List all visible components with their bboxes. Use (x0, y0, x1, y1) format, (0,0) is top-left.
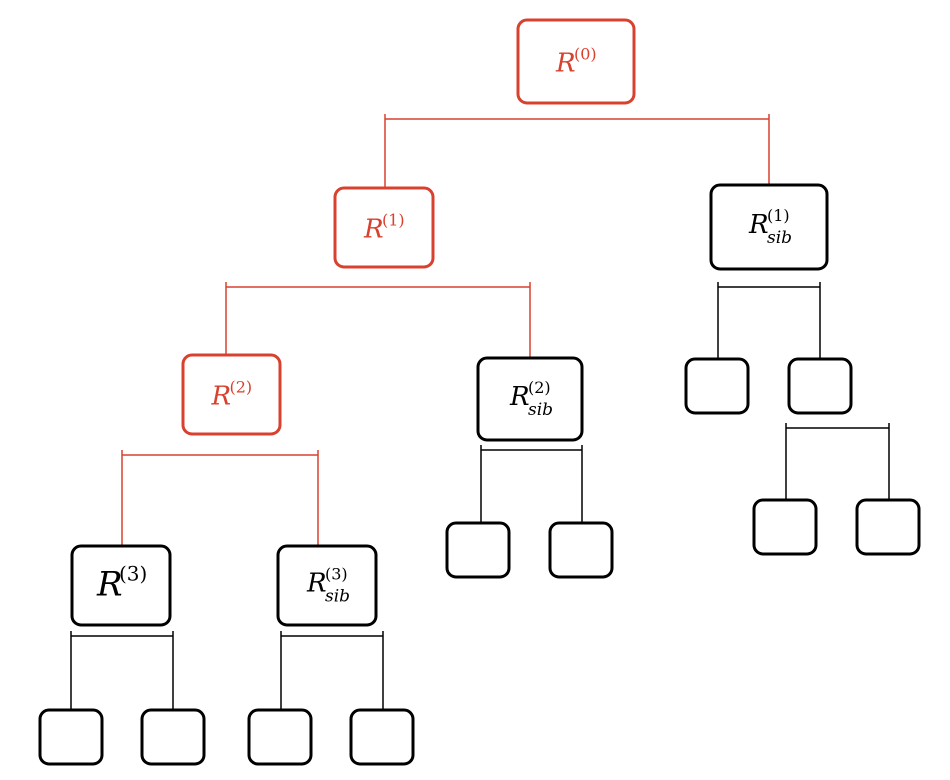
edge-layer (70, 114, 890, 710)
node-box (349, 708, 415, 766)
node-label-superscript: (0) (574, 45, 597, 64)
node-label-superscript: (3) (325, 565, 348, 584)
node-box (140, 708, 206, 766)
node-label-superscript: (1) (382, 211, 405, 230)
edge-r3 (70, 631, 174, 710)
node-label-base: R (96, 565, 123, 605)
node-box (276, 544, 378, 627)
node-r1: R(1) (333, 186, 435, 269)
edge-rsib2 (480, 445, 583, 523)
node-label-superscript: (2) (528, 378, 551, 397)
node-box (787, 357, 853, 415)
node-box (855, 498, 921, 556)
node-box (476, 356, 584, 442)
node-label-superscript: (3) (119, 562, 147, 586)
leaf-node-l_rs1_b_a (752, 498, 818, 556)
leaf-node-l_rs1_b (787, 357, 853, 415)
node-box (516, 18, 636, 105)
leaf-node-l_rs2_b (548, 521, 614, 579)
edge-r2 (121, 450, 319, 546)
edge-l_rs1_b (785, 423, 890, 500)
node-box (38, 708, 104, 766)
node-label-superscript: (2) (230, 378, 253, 397)
edge-r0 (384, 114, 770, 188)
edge-rsib1 (717, 282, 821, 359)
leaf-node-l_r3_a (38, 708, 104, 766)
node-r0: R(0) (516, 18, 636, 105)
node-label-base: R (363, 215, 384, 245)
node-box (684, 357, 750, 415)
node-label-base: R (211, 382, 232, 412)
node-box (181, 353, 282, 436)
leaf-node-l_rs1_a (684, 357, 750, 415)
node-box (70, 544, 172, 627)
node-box (333, 186, 435, 269)
edge-rsib3 (280, 631, 384, 710)
node-box (247, 708, 313, 766)
node-label-subscript: sib (528, 400, 553, 420)
node-label-subscript: sib (325, 587, 350, 607)
node-label-base: R (306, 569, 327, 599)
node-label-subscript: sib (767, 228, 792, 248)
node-r3: R(3) (70, 544, 172, 627)
node-label-base: R (748, 210, 769, 240)
edge-r1 (225, 282, 531, 358)
leaf-node-l_rs3_a (247, 708, 313, 766)
node-box (548, 521, 614, 579)
node-box (709, 183, 829, 271)
node-rsib3: R(3) sib (276, 544, 378, 627)
node-rsib2: R(2) sib (476, 356, 584, 442)
node-box (752, 498, 818, 556)
node-label-base: R (509, 382, 530, 412)
leaf-node-l_rs1_b_b (855, 498, 921, 556)
node-label-base: R (555, 49, 576, 79)
leaf-node-l_rs2_a (445, 521, 511, 579)
node-rsib1: R(1) sib (709, 183, 829, 271)
node-r2: R(2) (181, 353, 282, 436)
node-box (445, 521, 511, 579)
leaf-node-l_r3_b (140, 708, 206, 766)
node-label-superscript: (1) (767, 206, 790, 225)
leaf-node-l_rs3_b (349, 708, 415, 766)
